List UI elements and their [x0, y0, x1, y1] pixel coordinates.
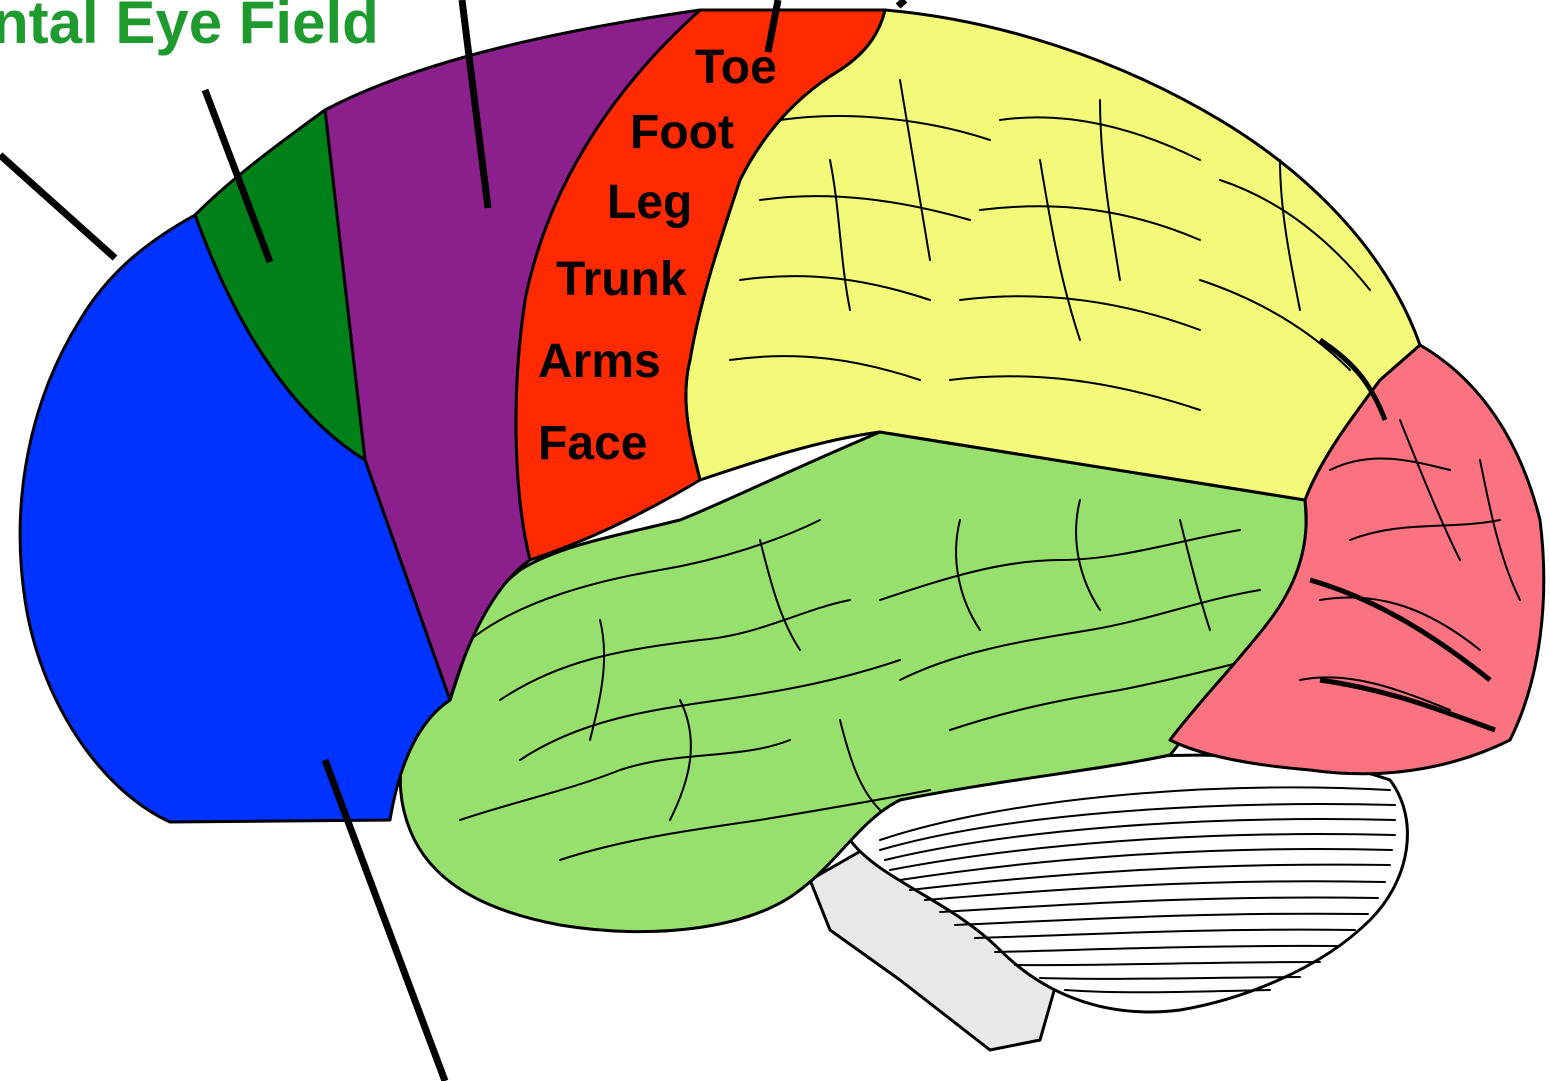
frontal-eye-field-label: ntal Eye Field [0, 0, 379, 56]
homunculus-label-face: Face [538, 417, 647, 470]
homunculus-label-foot: Foot [630, 106, 734, 159]
homunculus-label-toe: Toe [695, 41, 777, 94]
homunculus-label-leg: Leg [607, 176, 692, 229]
homunculus-label-arms: Arms [538, 335, 661, 388]
homunculus-label-trunk: Trunk [556, 253, 687, 306]
leader-line-top-right [898, 0, 905, 6]
leader-line-prefrontal [0, 155, 115, 258]
